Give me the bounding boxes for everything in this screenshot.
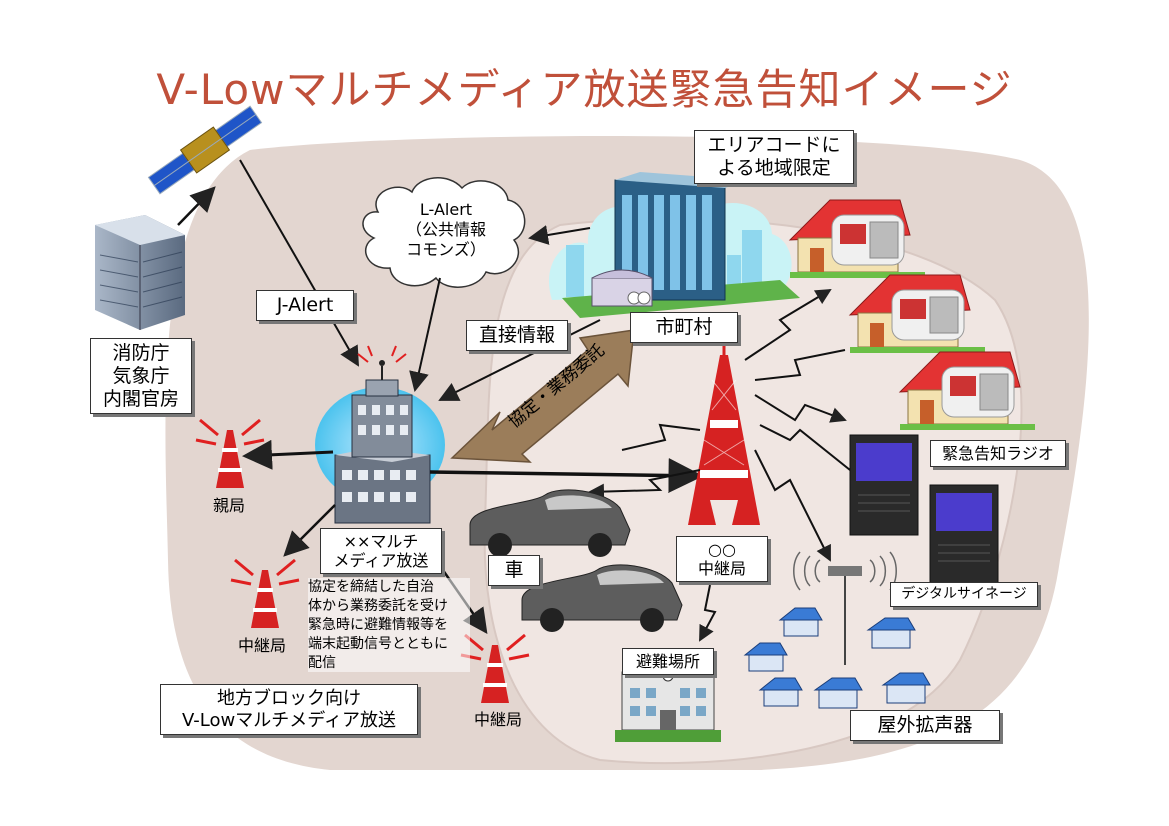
loudspeaker-label: 屋外拡声器	[850, 710, 1000, 741]
blue-houses-icon	[743, 607, 931, 709]
relay-station-bottom-label: 中継局	[474, 710, 523, 729]
house-radio-3-icon	[898, 351, 1035, 430]
car-label: 車	[488, 555, 540, 586]
satellite-icon	[147, 105, 263, 195]
page-title: V-Lowマルチメディア放送緊急告知イメージ	[156, 65, 1013, 114]
house-radio-1-icon	[788, 199, 925, 278]
city-hall-icon	[548, 172, 800, 318]
relay-station-oo-label: ○○ 中継局	[676, 536, 768, 583]
agencies-label: 消防庁 気象庁 内閣官房	[90, 338, 192, 415]
signage-2-icon	[929, 484, 999, 586]
regional-broadcast-label: 地方ブロック向け V-Lowマルチメディア放送	[160, 684, 418, 736]
relay-station-left-label: 中継局	[238, 636, 287, 655]
house-radio-2-icon	[848, 274, 985, 353]
evacuation-label: 避難場所	[622, 648, 714, 676]
radio-label: 緊急告知ラジオ	[930, 440, 1066, 468]
car-1-icon	[469, 489, 631, 557]
parent-tower-icon	[195, 418, 265, 488]
municipality-label: 市町村	[630, 312, 738, 343]
lalert-cloud	[362, 177, 526, 288]
government-building-icon	[95, 215, 185, 330]
relay-tower-left-icon	[230, 558, 300, 628]
direct-info-label: 直接情報	[466, 320, 568, 351]
signage-label: デジタルサイネージ	[890, 582, 1038, 607]
broadcast-note: 協定を締結した自治 体から業務委託を受け 緊急時に避難情報等を 端末起動信号とと…	[308, 578, 470, 673]
main-relay-tower-icon	[688, 325, 760, 525]
area-code-label: エリアコードに よる地域限定	[694, 130, 854, 184]
car-2-icon	[521, 564, 683, 632]
broadcaster-label: ××マルチ メディア放送	[320, 528, 442, 575]
jalert-label: J-Alert	[256, 290, 354, 321]
broadcaster-building-icon	[315, 345, 445, 524]
signage-1-icon	[849, 434, 919, 536]
lalert-label: L-Alert （公共情報 コモンズ）	[405, 200, 486, 259]
parent-station-label: 親局	[213, 496, 246, 515]
